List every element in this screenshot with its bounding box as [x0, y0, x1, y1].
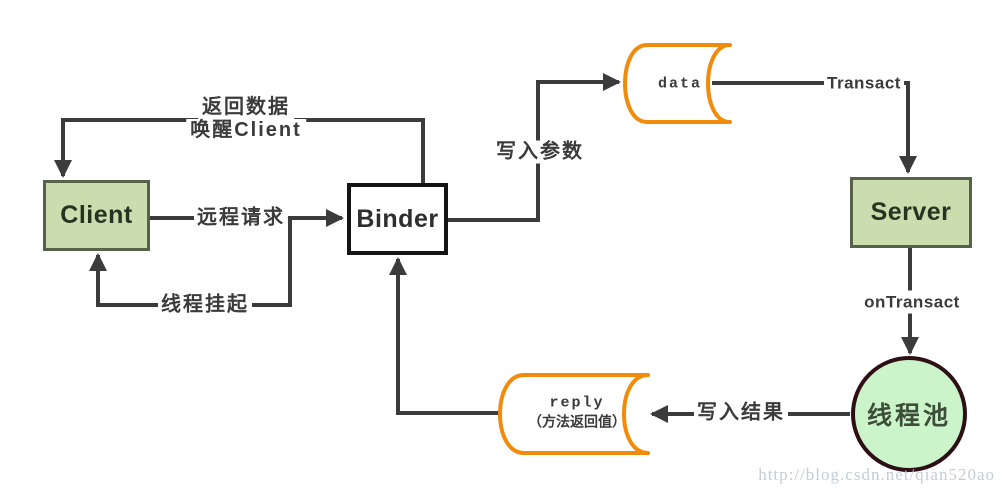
server-label: Server [870, 198, 952, 226]
data-parcel-shape [623, 43, 732, 124]
reply-title: reply [549, 394, 605, 412]
reply-parcel-label: reply （方法返回值） [528, 395, 626, 432]
thread-pool-shape [851, 356, 967, 472]
transact-label: Transact [824, 71, 904, 95]
thread-pool-label: 线程池 [866, 402, 952, 430]
write-result-label: 写入结果 [694, 401, 788, 425]
watermark: http://blog.csdn.net/qian520ao [758, 465, 995, 484]
binder-node: Binder [347, 183, 448, 255]
client-node: Client [43, 180, 150, 251]
reply-parcel-shape [498, 373, 650, 455]
thread-suspend-label: 线程挂起 [158, 293, 252, 317]
reply-subtitle: （方法返回值） [528, 413, 626, 430]
server-node: Server [850, 177, 972, 248]
client-label: Client [60, 201, 133, 229]
data-parcel-label: data [657, 75, 703, 93]
on-transact-label: onTransact [861, 290, 963, 314]
edge-reply-to-binder [389, 257, 502, 415]
edge-transact [712, 81, 917, 174]
binder-label: Binder [356, 204, 439, 233]
write-params-label: 写入参数 [493, 140, 587, 164]
remote-request-label: 远程请求 [194, 206, 288, 230]
return-data-label: 返回数据 唤醒Client [186, 96, 306, 142]
